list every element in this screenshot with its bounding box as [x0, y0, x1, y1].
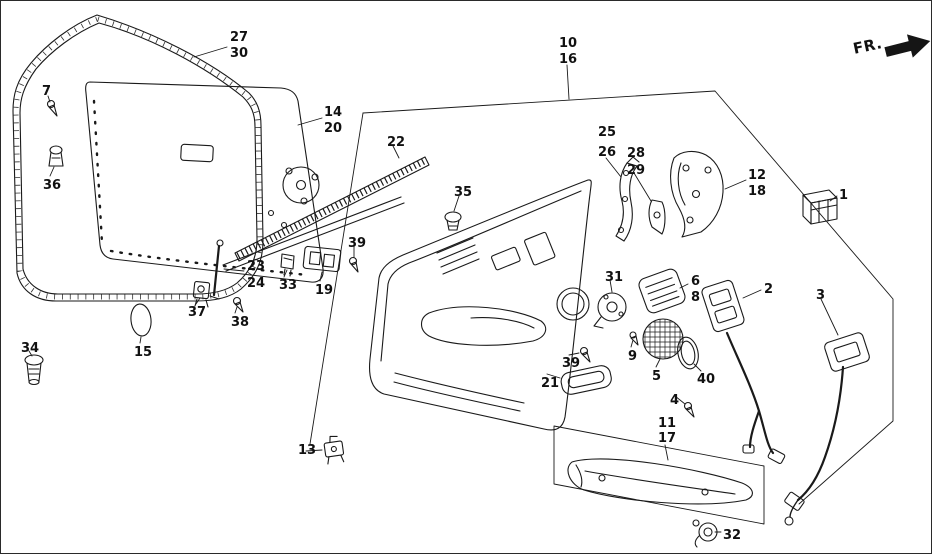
rod-23-24	[209, 239, 224, 300]
frame-lines	[309, 90, 894, 525]
door-trim-panel	[368, 179, 592, 431]
bracket-25-26	[615, 156, 640, 242]
grommet-32	[692, 519, 718, 548]
speaker-5	[642, 318, 684, 360]
trim-cutout-switch	[524, 231, 556, 266]
bracket-12-18	[670, 150, 724, 238]
connector-3	[784, 491, 805, 511]
screw-9	[629, 331, 639, 346]
trim-speaker-hole	[556, 287, 590, 321]
connector-2	[767, 448, 786, 465]
wire-harness-2	[725, 331, 775, 455]
weatherstrip-seal	[12, 14, 264, 302]
switch-panel-2	[701, 279, 786, 465]
clip-34	[24, 354, 44, 386]
inner-panel	[85, 81, 324, 283]
armrest-11-17	[567, 458, 753, 505]
screw-4	[683, 401, 695, 418]
screw-39b	[579, 346, 591, 363]
switch-1	[802, 189, 838, 225]
grommet-35	[444, 211, 462, 231]
switch-panel-3	[784, 332, 870, 526]
trim-armrest-contour	[420, 306, 547, 346]
screw-39a	[348, 256, 359, 273]
bracket-19	[302, 245, 342, 273]
leader-lines	[28, 46, 839, 533]
clip-37	[192, 280, 211, 308]
molding-strip	[222, 156, 430, 272]
gasket-40	[677, 336, 699, 370]
pull-pocket-21	[560, 365, 612, 395]
speaker-grille-6-8	[638, 268, 686, 314]
trim-cutout-small	[491, 246, 521, 271]
wire-harness-3	[796, 365, 845, 502]
bracket-28-29	[648, 199, 666, 235]
clip-33	[280, 253, 295, 277]
screw-7	[46, 99, 58, 117]
gasket-15	[130, 303, 152, 337]
screw-38	[232, 296, 244, 313]
escutcheon-31	[593, 292, 627, 329]
clip-13	[323, 435, 345, 465]
panel-access-hole	[180, 143, 214, 163]
fr-arrow-icon	[884, 34, 931, 58]
clip-36	[48, 145, 64, 167]
